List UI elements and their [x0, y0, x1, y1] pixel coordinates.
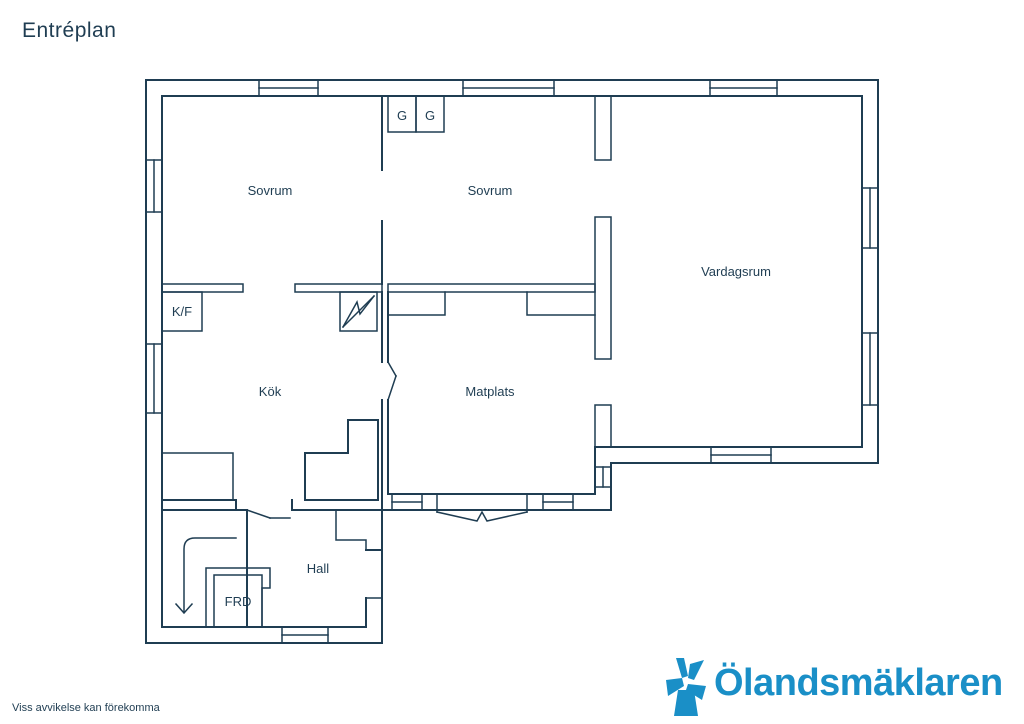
- room-label-g-1: G: [397, 108, 407, 123]
- room-label-kok: Kök: [259, 384, 282, 399]
- room-label-frd: FRD: [225, 594, 252, 609]
- room-label-sovrum-1: Sovrum: [248, 183, 293, 198]
- windows: [145, 79, 879, 644]
- interior-walls: [161, 95, 612, 628]
- room-label-vardagsrum: Vardagsrum: [701, 264, 771, 279]
- windmill-icon: [666, 658, 706, 716]
- room-label-g-2: G: [425, 108, 435, 123]
- room-label-kf: K/F: [172, 304, 192, 319]
- room-labels: Sovrum Sovrum Vardagsrum Kök Matplats Ha…: [172, 108, 771, 609]
- brand-name: Ölandsmäklaren: [714, 662, 1003, 704]
- disclaimer: Viss avvikelse kan förekomma: [12, 702, 160, 714]
- room-label-hall: Hall: [307, 561, 330, 576]
- room-label-matplats: Matplats: [465, 384, 515, 399]
- room-label-sovrum-2: Sovrum: [468, 183, 513, 198]
- plan-title: Entréplan: [22, 19, 117, 42]
- outer-walls: [145, 79, 879, 644]
- brand-logo: Ölandsmäklaren: [664, 656, 1016, 718]
